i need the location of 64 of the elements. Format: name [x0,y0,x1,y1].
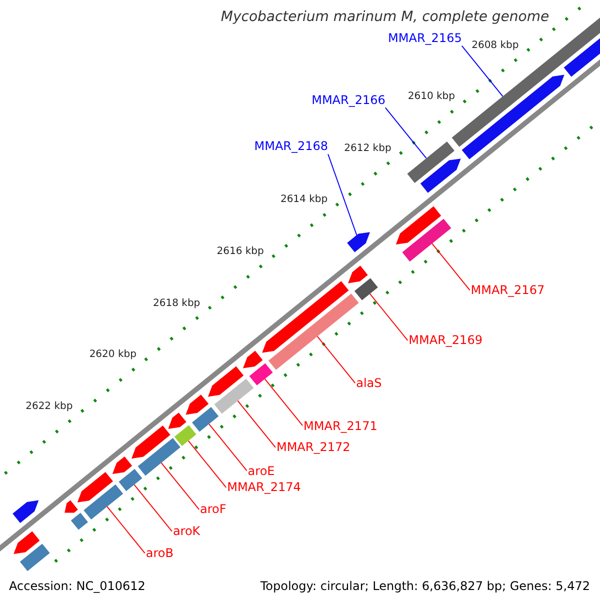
gene-bar [268,294,359,370]
gene-bar [462,74,564,160]
footer-text: Accession: NC_010612 [9,578,146,594]
gene-label: MMAR_2168 [254,138,328,154]
leader-line [208,424,248,472]
gene-bar [214,378,254,414]
gene-bar [347,232,370,252]
gene-bar [192,407,219,432]
gene-label: MMAR_2172 [276,439,350,456]
gene-bar [249,363,273,386]
gene-bar [186,394,209,415]
gene-bar [12,500,39,523]
gene-bar [168,412,186,429]
gene-bar [174,425,196,446]
gene-bar [64,500,78,513]
gene-bar [132,426,170,459]
gene-label: aroF [200,501,226,518]
gene-bar [20,544,50,572]
gene-bar [348,266,368,284]
leader-line [106,506,146,554]
gene-bar [14,531,40,554]
scale-label: 2614 kbp [280,193,328,208]
gene-label: aroK [172,523,200,540]
scale-label: 2622 kbp [26,400,73,414]
leader-line [264,378,304,426]
gene-bar [208,366,244,397]
leader-line [328,154,358,236]
scale-label: 2612 kbp [344,142,392,156]
footer-text: Topology: circular; Length: 6,636,827 bp; Genes: 5,472 [260,578,590,594]
map-title: Mycobacterium marinum M, complete genome [220,9,550,25]
leader-line [369,293,408,341]
leader-line [384,107,427,159]
gene-label: aroB [146,545,174,562]
leader-line [461,45,504,97]
leader-line [316,336,356,384]
gene-label: MMAR_2165 [388,30,462,46]
gene-label: MMAR_2167 [470,282,545,298]
gene-bar [118,468,142,492]
scale-label: 2610 kbp [408,90,456,104]
gene-bar [70,512,88,530]
gene-bar [243,350,263,368]
scale-label: 2620 kbp [89,348,136,362]
gene-label: MMAR_2169 [408,332,482,348]
gene-bar [407,142,454,183]
gene-label: MMAR_2174 [227,479,301,496]
gene-label: MMAR_2171 [304,418,378,434]
gene-bar [77,472,113,502]
leader-line [432,243,470,291]
gene-bar [396,206,442,244]
leader-line [237,400,276,448]
scale-label: 2608 kbp [472,38,519,53]
gene-bar [262,281,349,353]
scale-label: 2618 kbp [153,296,200,311]
gene-label: alaS [356,375,382,392]
scale-label: 2616 kbp [216,244,264,259]
leader-line [134,484,172,532]
gene-bar [402,218,452,262]
gene-label: MMAR_2166 [312,92,386,108]
gene-bar [420,158,461,193]
gene-label: aroE [248,462,275,479]
gene-bar [138,438,180,476]
gene-bar [112,456,132,474]
gene-bar [354,278,378,300]
gene-bar [84,484,124,520]
